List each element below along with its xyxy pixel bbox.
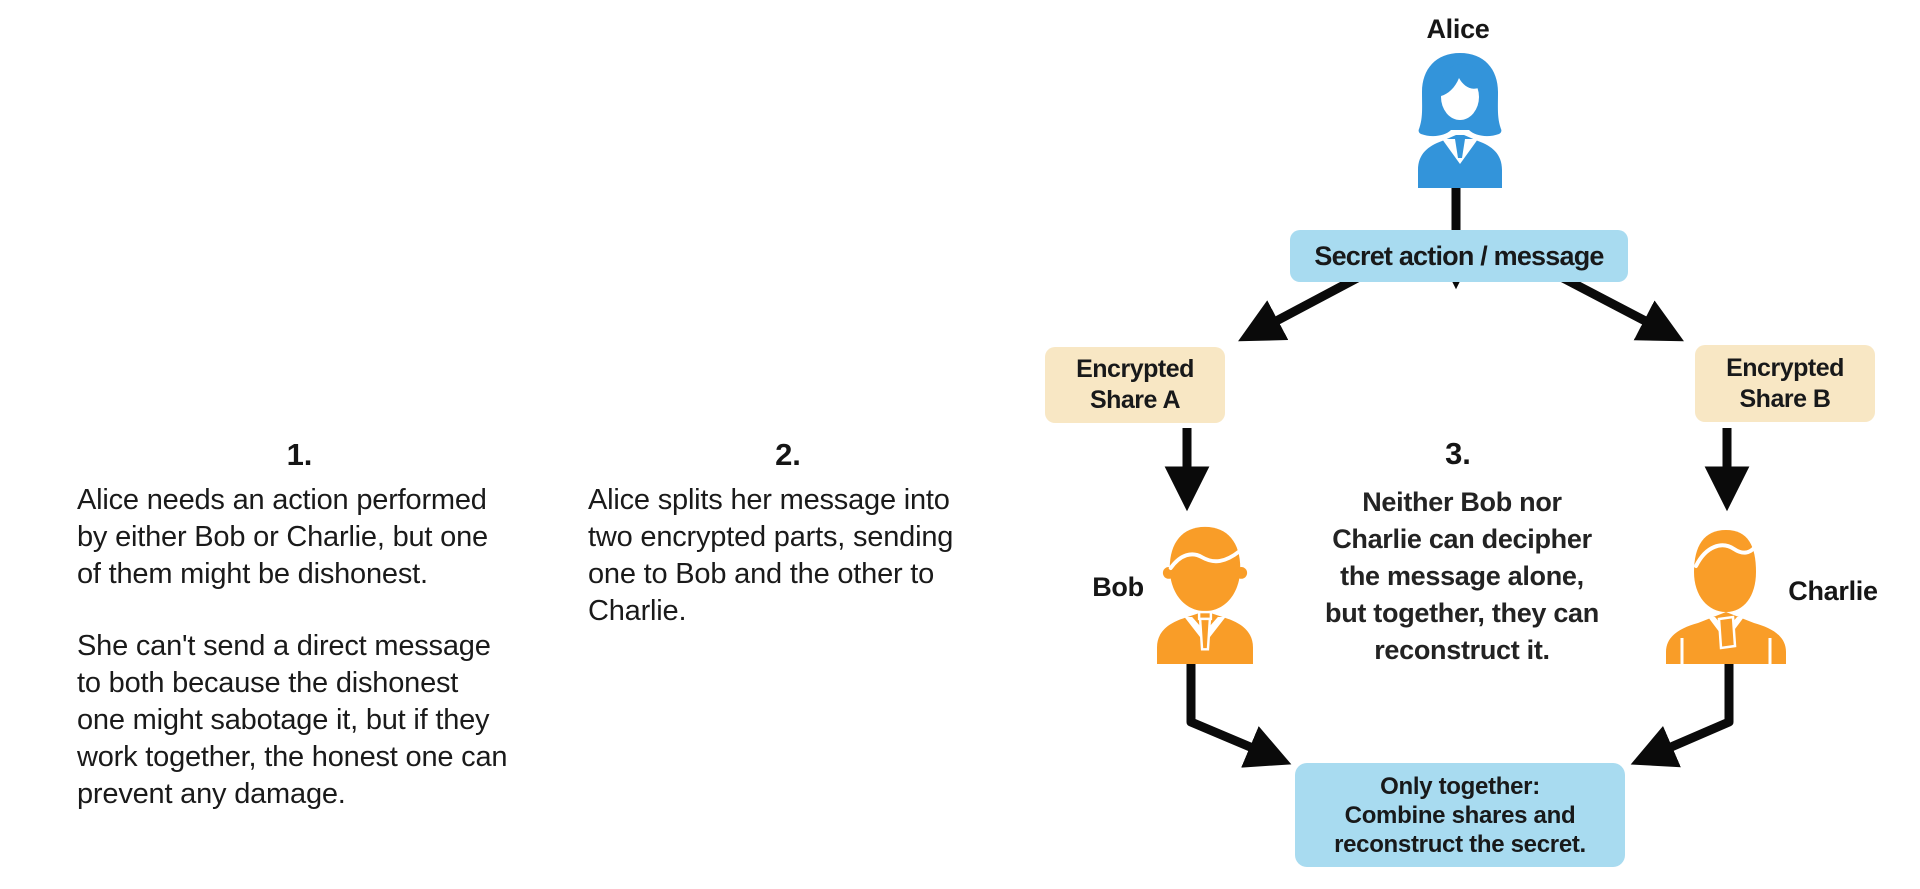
step2-paragraph-1: Alice splits her message into two encryp… — [588, 484, 954, 627]
bob-label: Bob — [1092, 572, 1144, 602]
encrypted-share-b-box: Encrypted Share B — [1695, 345, 1875, 422]
step3-text: Neither Bob nor Charlie can decipher the… — [1325, 487, 1599, 665]
step1-number: 1. — [286, 437, 313, 472]
charlie-icon — [1666, 530, 1786, 664]
step2-number: 2. — [775, 437, 801, 472]
secret-action-box: Secret action / message — [1290, 230, 1628, 282]
bob-hairline — [1168, 549, 1242, 570]
alice-label: Alice — [1426, 14, 1490, 44]
step1-paragraph-1: Alice needs an action performed by eithe… — [77, 484, 488, 590]
encrypted-share-a-box: Encrypted Share A — [1045, 347, 1225, 423]
arrow-bob-to-combine — [1186, 664, 1292, 768]
step3-number: 3. — [1445, 436, 1471, 471]
alice-icon — [1418, 53, 1502, 188]
bob-icon — [1157, 526, 1253, 664]
arrow-charlie-to-combine — [1630, 664, 1734, 768]
combine-shares-box: Only together: Combine shares and recons… — [1295, 763, 1625, 867]
charlie-label: Charlie — [1788, 576, 1878, 606]
charlie-hairline — [1694, 543, 1757, 568]
step1-paragraph-2: She can't send a direct message to both … — [77, 630, 508, 810]
